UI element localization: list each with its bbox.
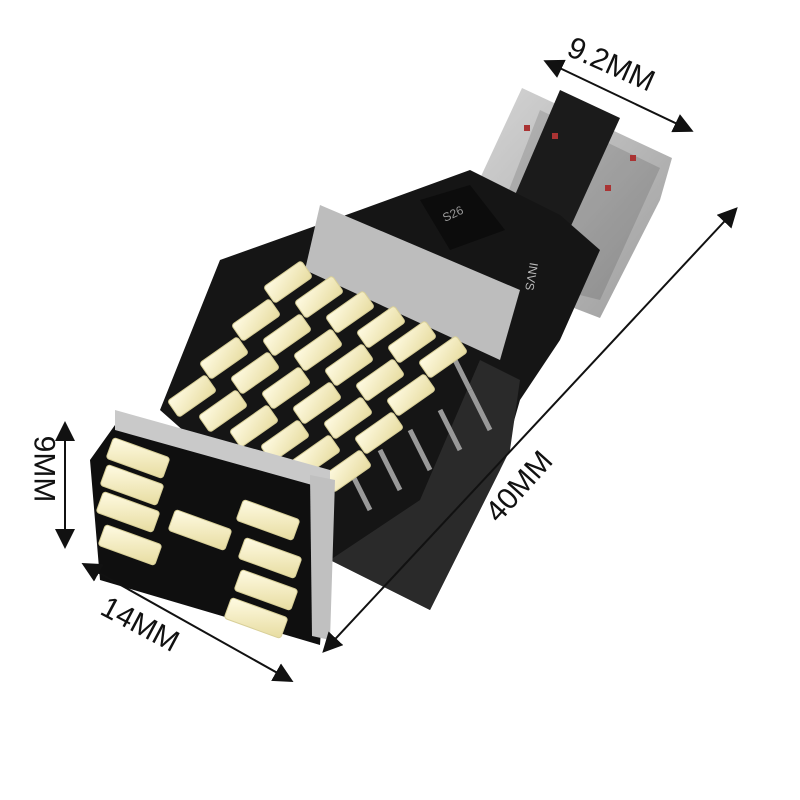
led-chip (199, 390, 247, 432)
led-chip (264, 261, 312, 303)
width-arrow (543, 59, 694, 133)
led-chip (262, 367, 310, 409)
led-chip (263, 314, 311, 356)
led-chip (100, 464, 164, 506)
led-chip (96, 491, 160, 533)
led-chip (232, 299, 280, 341)
led-chip (230, 405, 278, 447)
led-chip (231, 352, 279, 394)
led-chip (168, 509, 232, 551)
led-chip (168, 375, 216, 417)
led-chip (106, 437, 170, 479)
height-label: 9MM (27, 435, 61, 503)
length-arrow (322, 207, 738, 653)
led-chip (98, 524, 162, 566)
front-width-arrow (81, 563, 294, 682)
led-chip (200, 337, 248, 379)
led-chip (236, 499, 300, 541)
